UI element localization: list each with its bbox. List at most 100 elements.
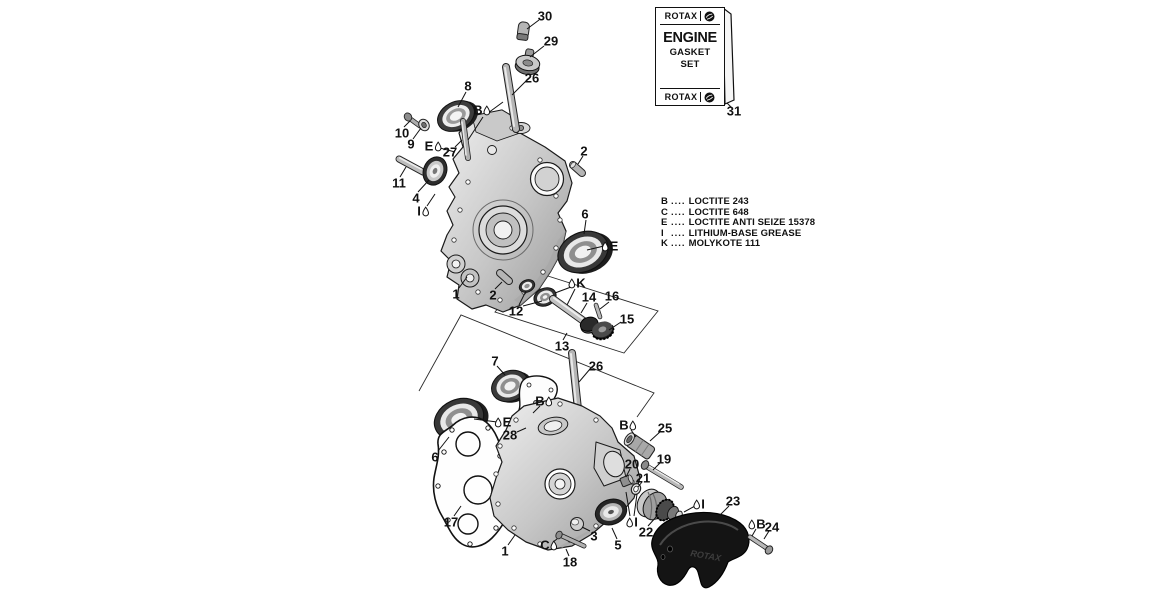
legend-item: B .... LOCTITE 243: [661, 196, 815, 208]
callout-label: 8: [464, 78, 472, 94]
callout-label: 28: [502, 427, 518, 443]
callout-20-35: 20: [625, 458, 639, 471]
callout-b-44: B: [748, 516, 766, 532]
legend-item: K .... MOLYKOTE 111: [661, 239, 815, 250]
grease-drop-icon: [693, 499, 700, 509]
callout-label: 6: [581, 206, 589, 222]
callout-26-2: 26: [525, 72, 539, 85]
part-2-dowel-mid: [496, 269, 513, 285]
callout-label: 22: [638, 524, 654, 540]
callout-e-26: E: [494, 416, 511, 429]
part-23-cover: ROTAX: [651, 511, 750, 589]
legend-name: LOCTITE ANTI SEIZE 15378: [688, 217, 816, 229]
grease-drop-icon: [629, 420, 637, 430]
callout-6-25: 6: [431, 451, 438, 464]
callout-label: 27: [442, 144, 458, 160]
callout-label: 21: [635, 470, 651, 486]
callout-label: B: [619, 417, 629, 433]
part-26-stud-top: [502, 63, 520, 133]
callout-b-28: B: [535, 395, 553, 408]
part-2-dowel-top: [569, 161, 586, 177]
grease-drop-icon: [748, 519, 756, 529]
callout-8-3: 8: [464, 80, 471, 93]
grease-drop-icon: [494, 417, 502, 427]
callout-5-34: 5: [614, 539, 621, 552]
callout-b-4: B: [473, 102, 491, 118]
adhesive-legend: B .... LOCTITE 243 C .... LOCTITE 648 E …: [661, 196, 815, 250]
legend-item: I .... LITHIUM-BASE GREASE: [661, 227, 815, 240]
divider: [660, 24, 720, 25]
callout-i-12: I: [417, 205, 429, 218]
callout-11-10: 11: [392, 177, 406, 190]
legend-separator: ....: [671, 238, 686, 250]
callout-label: 13: [554, 338, 570, 354]
callout-7-24: 7: [491, 355, 498, 368]
brp-rotax-emblem-icon: [704, 92, 715, 103]
callout-label: 24: [764, 519, 780, 535]
gasket-box-footer: ROTAX: [656, 89, 724, 105]
legend-separator: ....: [671, 206, 686, 218]
callout-17-29: 17: [444, 516, 458, 529]
callout-label: C: [540, 537, 550, 553]
part-24-bolt: [747, 534, 774, 555]
callout-label: 6: [431, 449, 439, 465]
callout-label: B: [473, 102, 483, 118]
callout-label: 2: [489, 287, 497, 303]
grease-drop-icon: [483, 105, 491, 115]
legend-item: E .... LOCTITE ANTI SEIZE 15378: [661, 218, 815, 229]
grease-drop-icon: [550, 540, 558, 550]
callout-label: 3: [590, 528, 598, 544]
gasket-set-title-line1: ENGINE: [663, 30, 717, 46]
grease-drop-icon: [601, 241, 609, 251]
callout-label: 2: [580, 143, 588, 159]
callout-e-14: E: [601, 240, 618, 253]
callout-b-39: B: [619, 417, 637, 433]
callout-label: I: [634, 514, 638, 530]
divider: [700, 11, 702, 21]
leader-lines: [399, 19, 770, 557]
legend-key: I: [661, 227, 664, 239]
callout-label: E: [424, 138, 434, 154]
callout-18-32: 18: [563, 556, 577, 569]
legend-name: LOCTITE 648: [688, 206, 749, 218]
callout-14-19: 14: [582, 291, 596, 304]
callout-26-23: 26: [589, 360, 603, 373]
callout-label: 30: [537, 8, 553, 24]
callout-22-40: 22: [639, 526, 653, 539]
callout-label: 9: [407, 136, 415, 152]
callout-label: 15: [619, 311, 635, 327]
callout-24-45: 24: [765, 521, 779, 534]
divider: [700, 92, 702, 102]
callout-13-22: 13: [555, 340, 569, 353]
callout-label: 19: [656, 451, 672, 467]
part-30-cap: [516, 21, 530, 41]
legend-key: E: [661, 217, 668, 229]
callout-19-37: 19: [657, 453, 671, 466]
callout-label: 18: [562, 554, 578, 570]
grease-drop-icon: [626, 517, 633, 527]
callout-12-17: 12: [509, 305, 523, 318]
gasket-set-title-line3: SET: [680, 59, 700, 70]
callout-i-42: I: [693, 498, 705, 511]
legend-name: MOLYKOTE 111: [688, 238, 761, 250]
callout-label: B: [756, 516, 766, 532]
callout-i-41: I: [626, 516, 638, 529]
callout-label: 17: [443, 514, 459, 530]
callout-label: I: [701, 496, 705, 512]
part-1-crankcase-upper: [440, 109, 573, 313]
part-27-dowel-pin: [460, 118, 471, 161]
part-19-bolt: [640, 460, 684, 490]
part-22-sprag-clutch: [636, 488, 686, 522]
part-1-crankcase-lower: [489, 397, 641, 551]
callout-label: 16: [604, 288, 620, 304]
callout-2-9: 2: [580, 145, 587, 158]
callout-3-33: 3: [590, 530, 597, 543]
gasket-set-title-line2: GASKET: [669, 47, 711, 58]
engine-gasket-set-box: ROTAX ENGINE GASKET SET ROTAX: [655, 7, 725, 106]
callout-1-15: 1: [452, 288, 459, 301]
callout-15-21: 15: [620, 313, 634, 326]
callout-label: 7: [491, 353, 499, 369]
callout-9-6: 9: [407, 138, 414, 151]
callout-label: 4: [412, 190, 420, 206]
rotax-brand-text: ROTAX: [664, 92, 698, 102]
